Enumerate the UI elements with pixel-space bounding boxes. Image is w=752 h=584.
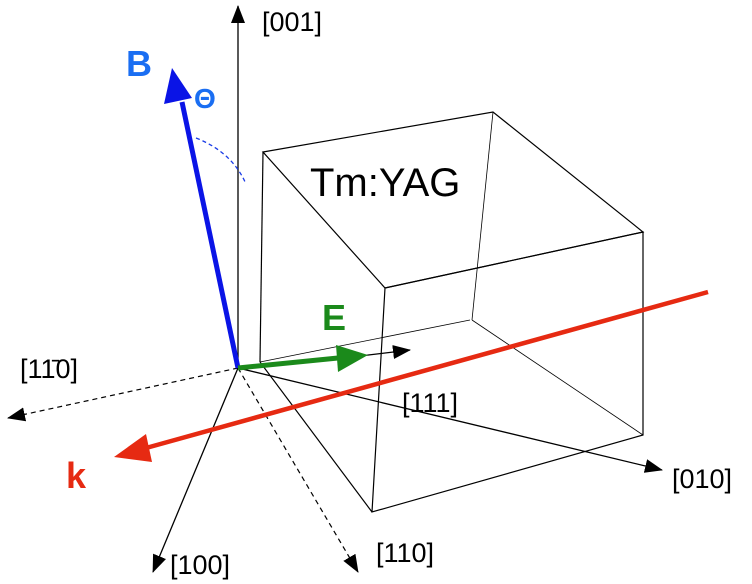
theta-arc bbox=[195, 137, 247, 185]
b-arrow-head bbox=[164, 68, 192, 104]
crystal-axes bbox=[7, 5, 663, 573]
k-arrow-head bbox=[114, 434, 152, 462]
crystal-cube bbox=[259, 111, 645, 513]
axis-1m10-line bbox=[7, 367, 239, 422]
axis-1m10-label: [11̄0] bbox=[20, 354, 78, 384]
k-wave-vector bbox=[114, 289, 709, 462]
b-arrow-shaft bbox=[179, 101, 241, 369]
b-field-label: B bbox=[126, 43, 152, 84]
axis-110-line bbox=[237, 367, 359, 573]
axis-100-label: [100] bbox=[170, 550, 230, 580]
e-arrow-head bbox=[336, 345, 368, 372]
e-arrow-shaft bbox=[237, 355, 339, 371]
axis-110-label: [110] bbox=[376, 538, 434, 568]
b-field-vector bbox=[164, 68, 241, 369]
cube-edge-left-top bbox=[259, 151, 264, 363]
cube-hidden-edge-1 bbox=[259, 319, 471, 363]
axis-010-label: [010] bbox=[672, 464, 732, 494]
axis-010-line bbox=[237, 367, 663, 473]
cube-hidden-edge-3 bbox=[471, 319, 644, 436]
axis-100-line bbox=[152, 367, 239, 573]
k-wave-label: k bbox=[66, 455, 87, 496]
cube-edge-left-bottom bbox=[259, 361, 373, 513]
theta-label: Θ bbox=[194, 83, 216, 114]
cube-hidden-edge-2 bbox=[471, 111, 494, 321]
crystal-label: Tm:YAG bbox=[310, 161, 460, 205]
axis-111-label: [111] bbox=[402, 388, 458, 418]
e-field-label: E bbox=[322, 297, 346, 338]
e-field-vector bbox=[237, 345, 368, 372]
axis-001-label: [001] bbox=[262, 7, 322, 37]
k-arrow-shaft bbox=[145, 289, 709, 451]
axis-111-line bbox=[359, 345, 411, 359]
